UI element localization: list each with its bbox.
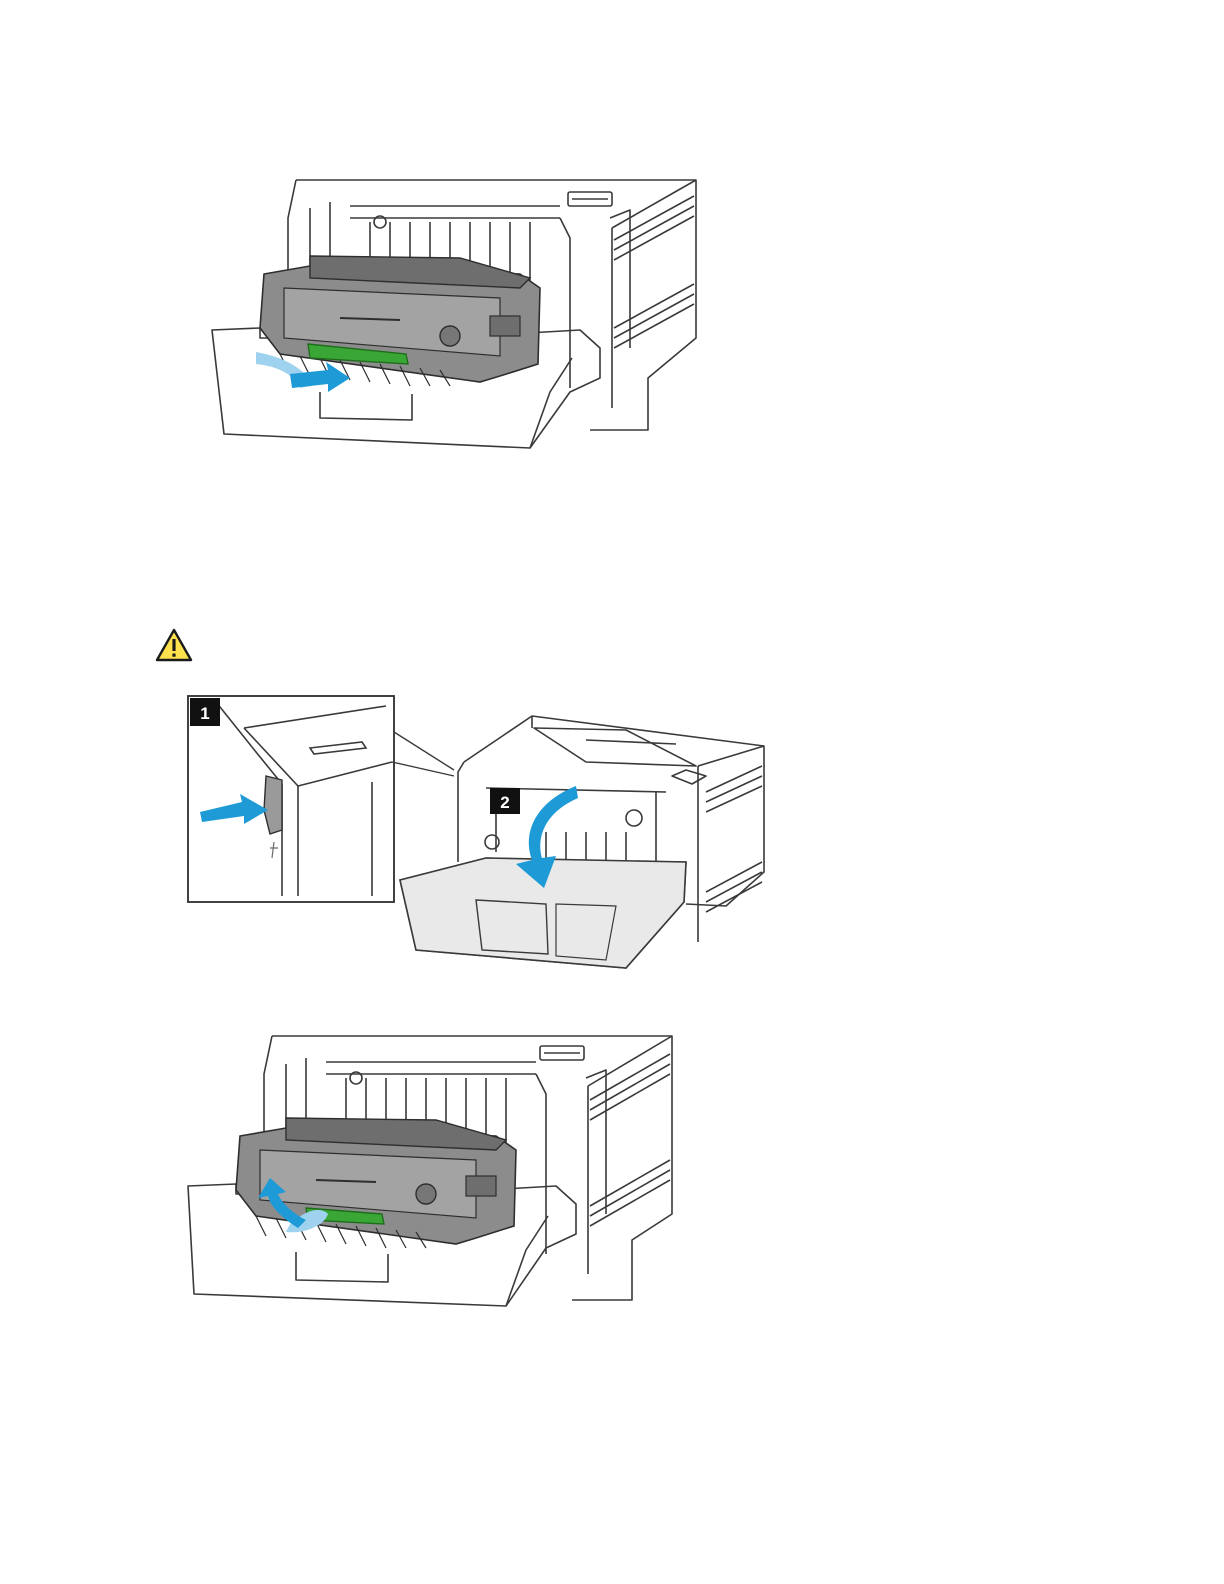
printer-illustration bbox=[200, 178, 700, 450]
arrow-right-icon bbox=[290, 362, 350, 392]
imaging-unit bbox=[260, 256, 540, 386]
printer-door-illustration: 1 2 bbox=[186, 692, 776, 982]
figure-insert-imaging-unit bbox=[200, 178, 700, 450]
imaging-unit bbox=[236, 1118, 516, 1248]
figure-remove-imaging-unit bbox=[186, 1034, 686, 1314]
inset-detail: 1 bbox=[188, 696, 394, 902]
warning-triangle-icon bbox=[155, 628, 193, 662]
svg-text:1: 1 bbox=[200, 704, 209, 723]
svg-text:2: 2 bbox=[500, 793, 509, 812]
figure-open-front-door: 1 2 bbox=[186, 692, 776, 982]
printer-illustration bbox=[186, 1034, 686, 1314]
